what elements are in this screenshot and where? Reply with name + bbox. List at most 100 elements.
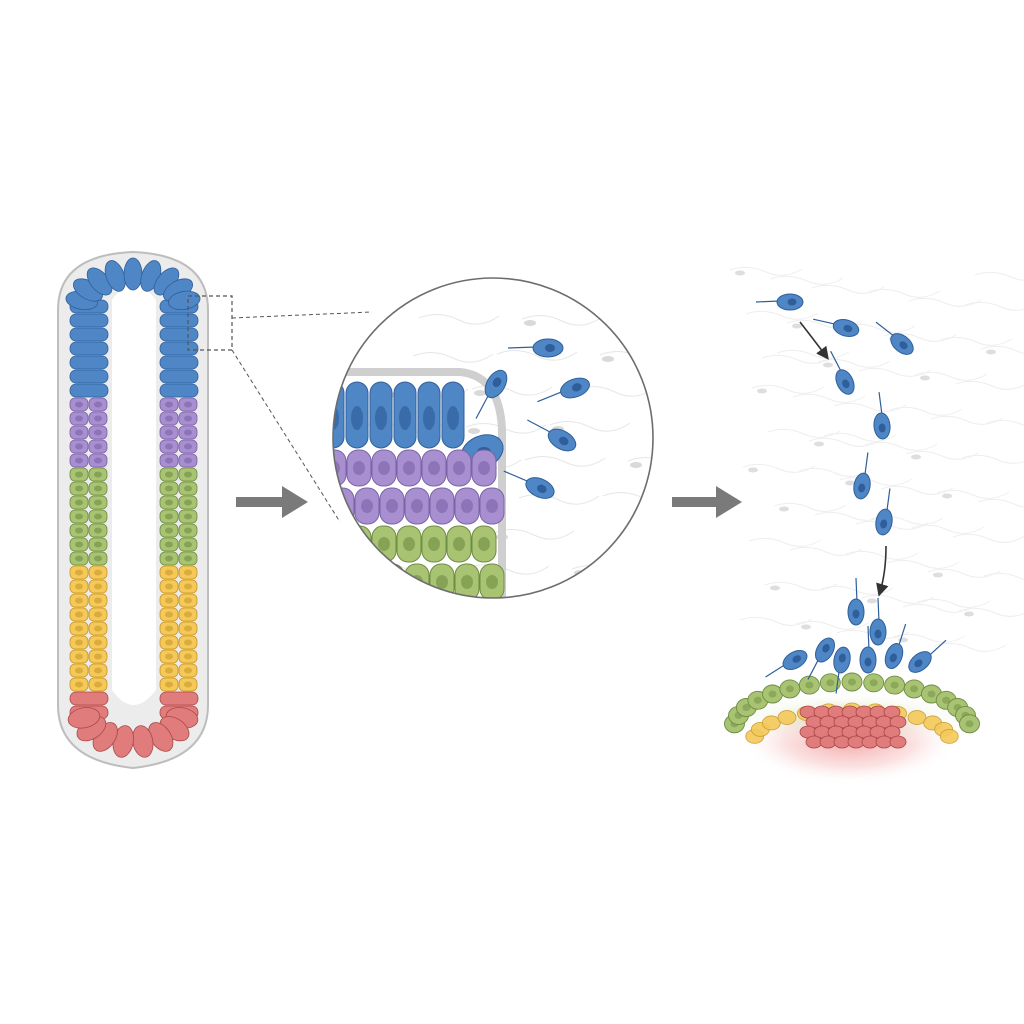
mesenchyme-fiber	[939, 336, 1013, 346]
tube-cell-nucleus	[75, 667, 83, 674]
tube-cell-nucleus	[165, 527, 173, 534]
mesenchyme-cell	[986, 349, 996, 355]
tube-cell-nucleus	[94, 681, 102, 688]
mesenchyme-fiber	[955, 380, 1024, 390]
migrating-cell	[830, 350, 855, 395]
zoom-layer-nucleus	[461, 575, 473, 589]
cell-process	[503, 470, 530, 483]
magnified-edge-panel	[332, 277, 654, 599]
zoom-line-top	[231, 311, 373, 319]
tube-cell	[159, 341, 199, 356]
tube-cell-nucleus	[75, 681, 83, 688]
mesenchyme-cell	[845, 480, 855, 486]
migrating-cell	[869, 597, 887, 646]
tube-cell-nucleus	[184, 499, 192, 506]
zoom-migrating-cell	[503, 470, 555, 499]
tube-cell	[69, 341, 109, 356]
mesenchyme-fiber	[880, 485, 954, 495]
migrating-cell	[853, 452, 871, 500]
zoom-layer-nucleus	[461, 499, 473, 513]
cell-process	[886, 488, 891, 513]
zoom-layer-nucleus	[353, 537, 365, 551]
tube-cell-nucleus	[184, 443, 192, 450]
migrating-cell	[859, 625, 877, 674]
zoom-layer-nucleus	[478, 537, 490, 551]
migrating-cell	[908, 639, 947, 673]
tube-cell-nucleus	[94, 555, 102, 562]
mesenchyme-fiber	[739, 616, 813, 626]
tube-cell-nucleus	[165, 597, 173, 604]
tube-lumen	[112, 285, 156, 705]
mesenchyme-fiber	[917, 598, 991, 608]
mesenchyme-cell	[468, 428, 480, 434]
zoom-migrating-cells	[475, 338, 590, 499]
zoom-layer-nucleus	[378, 461, 390, 475]
tube-cell-nucleus	[184, 555, 192, 562]
tube-cell-nucleus	[94, 527, 102, 534]
tube-cell-nucleus	[94, 611, 102, 618]
mesenchyme-fiber	[908, 297, 982, 307]
tube-cell	[159, 691, 199, 706]
tube-cell-nucleus	[94, 625, 102, 632]
zoom-layer-nucleus	[428, 461, 440, 475]
zoom-layer-cell	[333, 563, 355, 598]
cell-nucleus	[838, 653, 846, 663]
tube-cell-bottom	[67, 707, 101, 729]
tube-cell-nucleus	[75, 653, 83, 660]
cell-nucleus	[914, 659, 923, 668]
migrating-cell	[755, 293, 804, 311]
tube-cell-nucleus	[75, 415, 83, 422]
tube-cell-nucleus	[165, 681, 173, 688]
cluster-green-nucleus	[910, 685, 919, 693]
mesenchyme-cell	[474, 390, 486, 396]
cluster-red-cell	[889, 735, 907, 749]
tube-cell-nucleus	[184, 457, 192, 464]
tube-cell-nucleus	[75, 471, 83, 478]
tube-cell-nucleus	[75, 639, 83, 646]
tube-cell	[69, 313, 109, 328]
mesenchyme-fiber	[729, 266, 803, 276]
mesenchyme-fiber	[776, 349, 850, 359]
tube-cell-nucleus	[75, 625, 83, 632]
cluster-yellow-cell	[761, 715, 781, 731]
mesenchyme-fiber	[496, 350, 578, 361]
tube-cell-top	[167, 290, 201, 311]
mesenchyme-fiber	[418, 314, 500, 325]
mesenchyme-fiber	[889, 406, 963, 416]
zoom-layer-nucleus	[478, 461, 490, 475]
cell-process	[897, 623, 907, 648]
mesenchyme-cell	[814, 441, 824, 447]
cell-nucleus	[536, 484, 547, 494]
cell-process	[875, 321, 896, 338]
cell-process	[765, 663, 787, 678]
zoom-line-bottom	[231, 349, 341, 523]
tube-cell-nucleus	[94, 443, 102, 450]
cell-nucleus	[792, 655, 802, 663]
mesenchyme-fiber	[465, 423, 547, 434]
cell-nucleus	[545, 344, 555, 352]
zoom-layer-nucleus	[353, 461, 365, 475]
mesenchyme-fiber	[858, 367, 932, 377]
mesenchyme-fiber	[808, 437, 882, 447]
aggregated-cluster	[708, 672, 992, 749]
mesenchyme-fiber	[886, 559, 960, 569]
tube-cell-nucleus	[75, 429, 83, 436]
tube-cell-nucleus	[165, 401, 173, 408]
neural-tube-panel	[57, 250, 373, 770]
mesenchyme-fiber	[911, 524, 985, 534]
zoom-migrating-cell	[527, 419, 577, 452]
tube-cell-nucleus	[184, 569, 192, 576]
zoom-layer-cell	[404, 563, 430, 598]
cell-nucleus	[787, 298, 797, 306]
tube-cell-nucleus	[75, 569, 83, 576]
zoom-layer-nucleus	[436, 499, 448, 513]
zoom-layer-nucleus	[411, 499, 423, 513]
tube-cell-nucleus	[75, 457, 83, 464]
mesenchyme-fiber	[905, 450, 979, 460]
cell-nucleus	[822, 643, 830, 653]
tube-cell-nucleus	[165, 541, 173, 548]
step-arrow-1-icon	[236, 486, 308, 518]
mesenchyme-fiber	[627, 457, 653, 468]
migrating-cell	[875, 321, 914, 355]
mesenchyme-fiber	[864, 441, 938, 451]
